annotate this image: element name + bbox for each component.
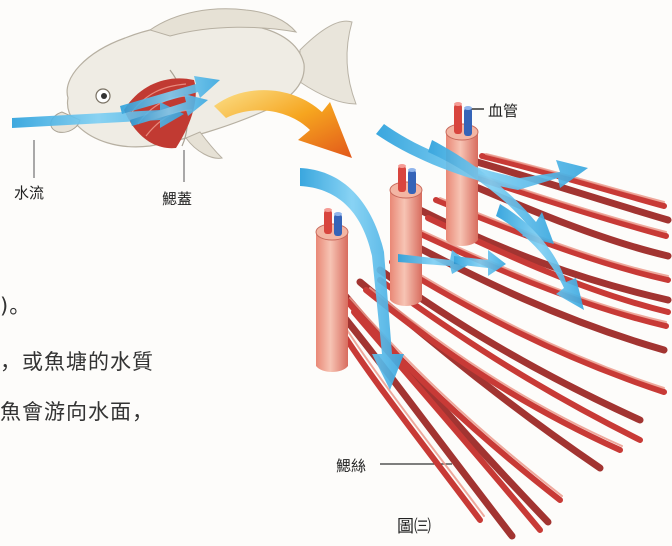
operculum-label: 鰓蓋 (162, 188, 192, 209)
gill-arch-stem-2 (390, 164, 422, 306)
body-text-line-2: ，或魚塘的水質 (0, 346, 154, 376)
blood-vessel-label: 血管 (488, 100, 518, 121)
pelvic-fin (186, 132, 222, 158)
gill-arch-stem-1 (316, 208, 348, 372)
transition-arrow (214, 90, 352, 158)
body-text-line-3: 魚會游向水面， (0, 396, 154, 426)
fish-tail (300, 21, 356, 104)
water-flow-label: 水流 (14, 182, 44, 203)
figure-caption: 圖㈢ (397, 512, 431, 537)
body-text-line-1: )。 (0, 290, 31, 320)
gill-filaments-label: 鰓絲 (336, 455, 366, 476)
